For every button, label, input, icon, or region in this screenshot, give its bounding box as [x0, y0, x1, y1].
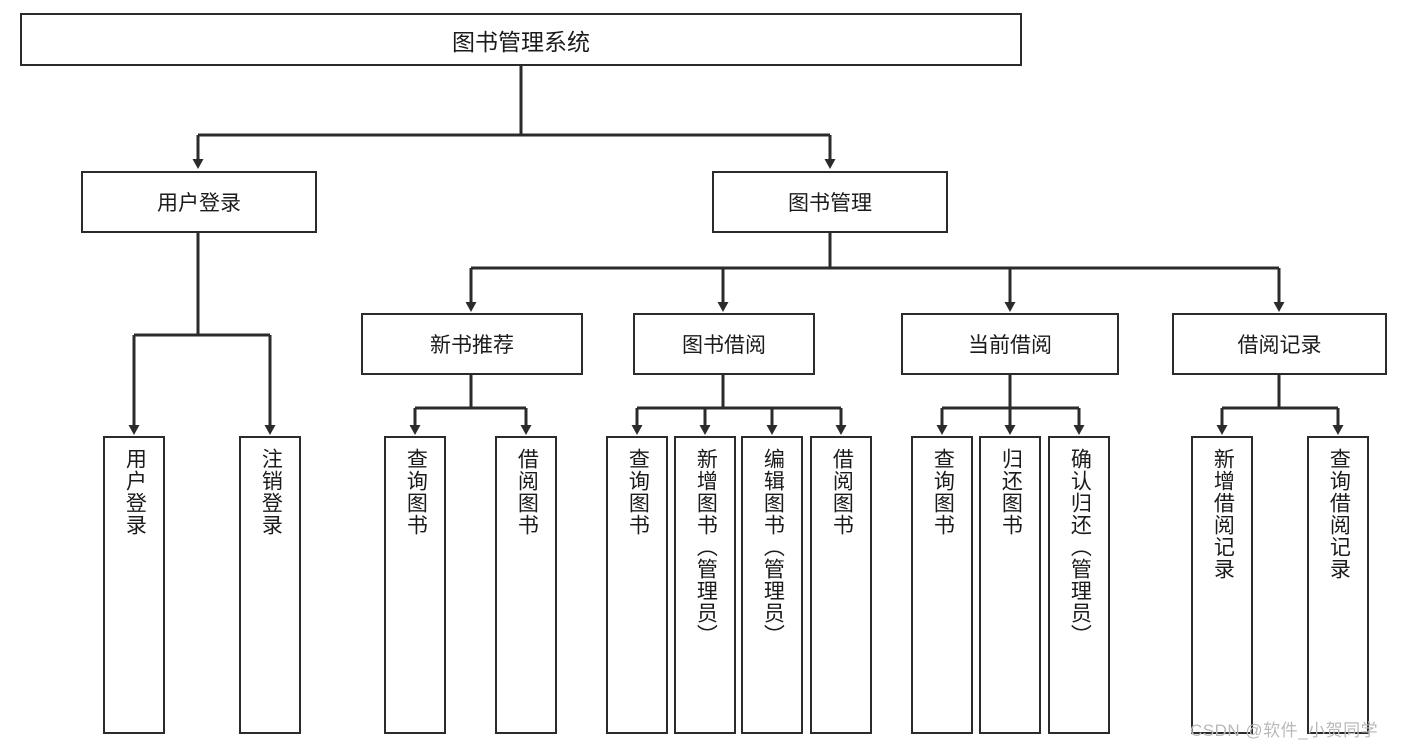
leaf-recommend-borrow-book[interactable]: 借阅图书: [495, 436, 557, 734]
node-new-book-recommend-label: 新书推荐: [430, 334, 514, 357]
watermark-text: CSDN @软件_小贺同学: [1190, 721, 1379, 740]
node-current-borrow[interactable]: 当前借阅: [901, 313, 1119, 375]
leaf-label: 编辑图书（管理员）: [761, 448, 785, 646]
leaf-borrow-add-book-admin[interactable]: 新增图书（管理员）: [674, 436, 736, 734]
leaf-user-login-signout[interactable]: 注销登录: [239, 436, 301, 734]
leaf-label: 归还图书: [999, 448, 1023, 536]
node-book-borrow[interactable]: 图书借阅: [633, 313, 815, 375]
leaf-label: 查询图书: [404, 448, 428, 536]
leaf-label: 查询图书: [931, 448, 955, 536]
node-borrow-record[interactable]: 借阅记录: [1172, 313, 1387, 375]
leaf-record-query-record[interactable]: 查询借阅记录: [1307, 436, 1369, 734]
node-book-management-label: 图书管理: [788, 192, 872, 215]
leaf-record-add-record[interactable]: 新增借阅记录: [1191, 436, 1253, 734]
node-root-label: 图书管理系统: [452, 28, 590, 55]
node-book-borrow-label: 图书借阅: [682, 334, 766, 357]
leaf-user-login-signin[interactable]: 用户登录: [103, 436, 165, 734]
leaf-borrow-borrow-book[interactable]: 借阅图书: [810, 436, 872, 734]
leaf-label: 查询借阅记录: [1327, 448, 1351, 580]
leaf-label: 借阅图书: [515, 448, 539, 536]
leaf-label: 用户登录: [123, 448, 147, 536]
node-root-system[interactable]: 图书管理系统: [20, 13, 1022, 66]
leaf-label: 查询图书: [626, 448, 650, 536]
leaf-borrow-edit-book-admin[interactable]: 编辑图书（管理员）: [741, 436, 803, 734]
node-current-borrow-label: 当前借阅: [968, 334, 1052, 357]
leaf-current-confirm-return-admin[interactable]: 确认归还（管理员）: [1048, 436, 1110, 734]
leaf-label: 确认归还（管理员）: [1068, 448, 1092, 646]
node-book-management[interactable]: 图书管理: [712, 171, 948, 233]
leaf-label: 新增图书（管理员）: [694, 448, 718, 646]
node-user-login-label: 用户登录: [157, 192, 241, 215]
leaf-label: 新增借阅记录: [1211, 448, 1235, 580]
node-user-login[interactable]: 用户登录: [81, 171, 317, 233]
leaf-label: 注销登录: [259, 448, 283, 536]
leaf-current-query-book[interactable]: 查询图书: [911, 436, 973, 734]
leaf-recommend-query-book[interactable]: 查询图书: [384, 436, 446, 734]
leaf-label: 借阅图书: [830, 448, 854, 536]
leaf-borrow-query-book[interactable]: 查询图书: [606, 436, 668, 734]
node-borrow-record-label: 借阅记录: [1237, 334, 1322, 357]
leaf-current-return-book[interactable]: 归还图书: [979, 436, 1041, 734]
node-new-book-recommend[interactable]: 新书推荐: [361, 313, 583, 375]
